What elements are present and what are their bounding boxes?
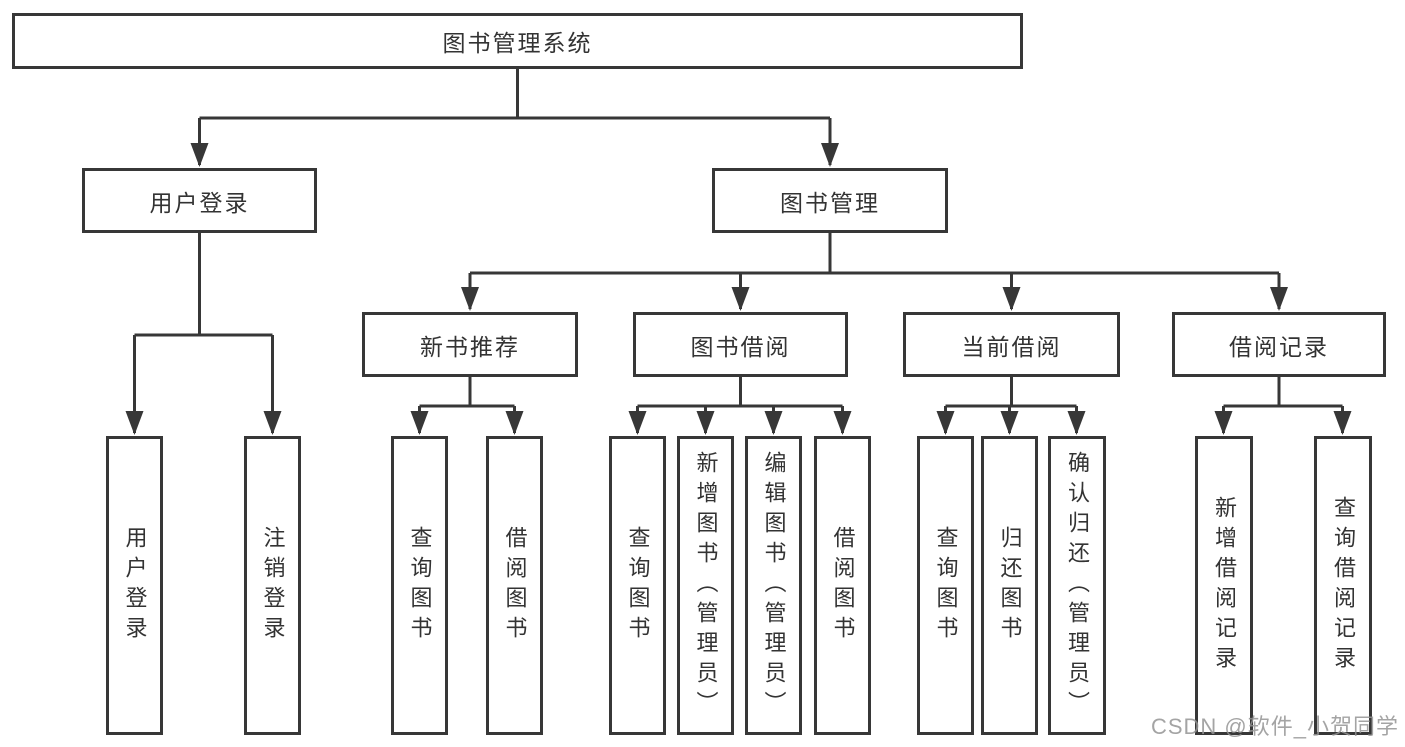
leaf-add-borrow-record-label: 新增借阅记录 xyxy=(1212,495,1237,676)
leaf-add-books-admin-label: 新增图书（管理员） xyxy=(693,450,719,721)
section-new-book-recommendation-label: 新书推荐 xyxy=(420,333,520,360)
section-current-borrowing: 当前借阅 xyxy=(903,312,1120,377)
section-borrowing-records-label: 借阅记录 xyxy=(1229,333,1329,360)
arrowheads-level2 xyxy=(190,143,839,167)
leaf-query-books-borrow: 查询图书 xyxy=(609,436,666,735)
connector-user-login xyxy=(133,233,274,433)
branch-book-management: 图书管理 xyxy=(712,168,948,233)
leaf-query-books-current: 查询图书 xyxy=(917,436,974,735)
leaf-borrow-books-recommend-label: 借阅图书 xyxy=(502,525,528,646)
leaf-query-books-borrow-label: 查询图书 xyxy=(625,525,651,646)
leaf-query-borrow-record-label: 查询借阅记录 xyxy=(1331,495,1356,676)
leaf-query-books-recommend: 查询图书 xyxy=(391,436,448,735)
connector-borrowing-records xyxy=(1222,377,1344,433)
leaf-user-login: 用户登录 xyxy=(106,436,163,735)
arrowheads-level3 xyxy=(461,287,1288,311)
leaf-user-login-label: 用户登录 xyxy=(122,525,148,646)
branch-user-login: 用户登录 xyxy=(82,168,317,233)
leaf-confirm-return-admin-label: 确认归还（管理员） xyxy=(1065,450,1090,721)
leaf-borrow-books-label: 借阅图书 xyxy=(830,525,856,646)
leaf-logout-login-label: 注销登录 xyxy=(260,525,286,646)
section-new-book-recommendation: 新书推荐 xyxy=(362,312,578,377)
section-book-borrowing: 图书借阅 xyxy=(633,312,848,377)
leaf-borrow-books-recommend: 借阅图书 xyxy=(486,436,543,735)
connector-book-borrowing xyxy=(636,377,844,433)
connector-book-management xyxy=(468,233,1281,309)
section-current-borrowing-label: 当前借阅 xyxy=(961,333,1062,360)
leaf-return-books: 归还图书 xyxy=(981,436,1038,735)
connector-root xyxy=(198,69,832,165)
leaf-query-borrow-record: 查询借阅记录 xyxy=(1314,436,1372,735)
section-borrowing-records: 借阅记录 xyxy=(1172,312,1386,377)
branch-book-management-label: 图书管理 xyxy=(780,189,880,216)
root-node: 图书管理系统 xyxy=(12,13,1023,69)
section-book-borrowing-label: 图书借阅 xyxy=(690,333,791,360)
leaf-edit-books-admin-label: 编辑图书（管理员） xyxy=(761,450,787,721)
leaf-edit-books-admin: 编辑图书（管理员） xyxy=(745,436,802,735)
leaf-add-borrow-record: 新增借阅记录 xyxy=(1195,436,1253,735)
arrowheads-level4 xyxy=(125,411,1352,435)
leaf-logout-login: 注销登录 xyxy=(244,436,301,735)
branch-user-login-label: 用户登录 xyxy=(149,189,250,216)
root-node-label: 图书管理系统 xyxy=(442,30,593,56)
connector-new-book-recommendation xyxy=(418,377,516,433)
leaf-query-books-recommend-label: 查询图书 xyxy=(407,525,433,646)
leaf-borrow-books: 借阅图书 xyxy=(814,436,871,735)
leaf-return-books-label: 归还图书 xyxy=(997,525,1023,646)
leaf-add-books-admin: 新增图书（管理员） xyxy=(677,436,734,735)
leaf-query-books-current-label: 查询图书 xyxy=(933,525,959,646)
watermark: CSDN @软件_小贺同学 xyxy=(1150,714,1399,739)
leaf-confirm-return-admin: 确认归还（管理员） xyxy=(1048,436,1106,735)
